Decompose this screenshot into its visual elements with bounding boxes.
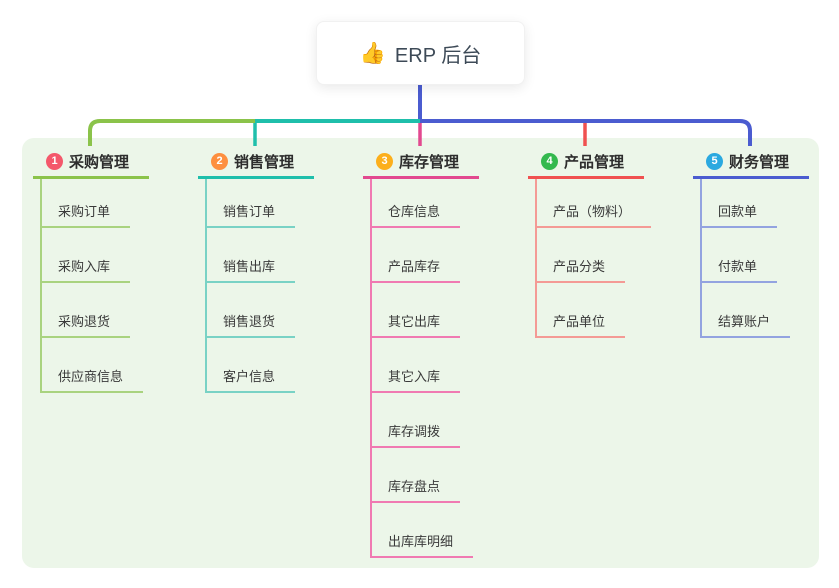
category-product-management: 4 产品管理 产品（物料） 产品分类 产品单位	[528, 146, 652, 338]
leaf-node[interactable]: 采购退货	[42, 311, 131, 338]
leaf-node[interactable]: 付款单	[702, 256, 778, 283]
leaf-node[interactable]: 结算账户	[702, 311, 791, 338]
category-header[interactable]: 3 库存管理	[363, 146, 479, 179]
category-title: 财务管理	[729, 153, 790, 171]
category-items: 采购订单 采购入库 采购退货 供应商信息	[40, 179, 144, 393]
leaf-node[interactable]: 产品分类	[537, 256, 626, 283]
leaf-node[interactable]: 采购入库	[42, 256, 131, 283]
number-badge: 1	[46, 152, 63, 170]
category-title: 库存管理	[399, 153, 460, 171]
leaf-node[interactable]: 销售出库	[207, 256, 296, 283]
leaf-node[interactable]: 回款单	[702, 201, 778, 228]
thumbs-up-icon: 👍	[359, 41, 386, 65]
category-header[interactable]: 4 产品管理	[528, 146, 644, 179]
number-badge: 3	[376, 152, 393, 170]
category-items: 回款单 付款单 结算账户	[700, 179, 791, 338]
category-finance-management: 5 财务管理 回款单 付款单 结算账户	[693, 146, 809, 338]
category-items: 销售订单 销售出库 销售退货 客户信息	[205, 179, 296, 393]
root-node[interactable]: 👍 ERP 后台	[316, 21, 525, 85]
leaf-node[interactable]: 供应商信息	[42, 366, 144, 393]
leaf-node[interactable]: 库存盘点	[372, 476, 461, 503]
root-label: ERP 后台	[394, 44, 482, 67]
category-header[interactable]: 1 采购管理	[33, 146, 149, 179]
leaf-node[interactable]: 其它出库	[372, 311, 461, 338]
leaf-node[interactable]: 销售订单	[207, 201, 296, 228]
leaf-node[interactable]: 销售退货	[207, 311, 296, 338]
category-header[interactable]: 2 销售管理	[198, 146, 314, 179]
leaf-node[interactable]: 客户信息	[207, 366, 296, 393]
leaf-node[interactable]: 库存调拨	[372, 421, 461, 448]
leaf-node[interactable]: 出库库明细	[372, 531, 474, 558]
leaf-node[interactable]: 采购订单	[42, 201, 131, 228]
leaf-node[interactable]: 其它入库	[372, 366, 461, 393]
category-items: 仓库信息 产品库存 其它出库 其它入库 库存调拨 库存盘点 出库库明细	[370, 179, 474, 558]
leaf-node[interactable]: 产品库存	[372, 256, 461, 283]
category-inventory-management: 3 库存管理 仓库信息 产品库存 其它出库 其它入库 库存调拨 库存盘点 出库库…	[363, 146, 479, 558]
number-badge: 2	[211, 152, 228, 170]
number-badge: 5	[706, 152, 723, 170]
categories-panel	[22, 138, 819, 568]
category-title: 产品管理	[564, 153, 625, 171]
leaf-node[interactable]: 仓库信息	[372, 201, 461, 228]
leaf-node[interactable]: 产品（物料）	[537, 201, 652, 228]
leaf-node[interactable]: 产品单位	[537, 311, 626, 338]
category-header[interactable]: 5 财务管理	[693, 146, 809, 179]
category-items: 产品（物料） 产品分类 产品单位	[535, 179, 652, 338]
category-title: 采购管理	[69, 153, 130, 171]
category-sales-management: 2 销售管理 销售订单 销售出库 销售退货 客户信息	[198, 146, 314, 393]
category-purchase-management: 1 采购管理 采购订单 采购入库 采购退货 供应商信息	[33, 146, 149, 393]
number-badge: 4	[541, 152, 558, 170]
category-title: 销售管理	[234, 153, 295, 171]
